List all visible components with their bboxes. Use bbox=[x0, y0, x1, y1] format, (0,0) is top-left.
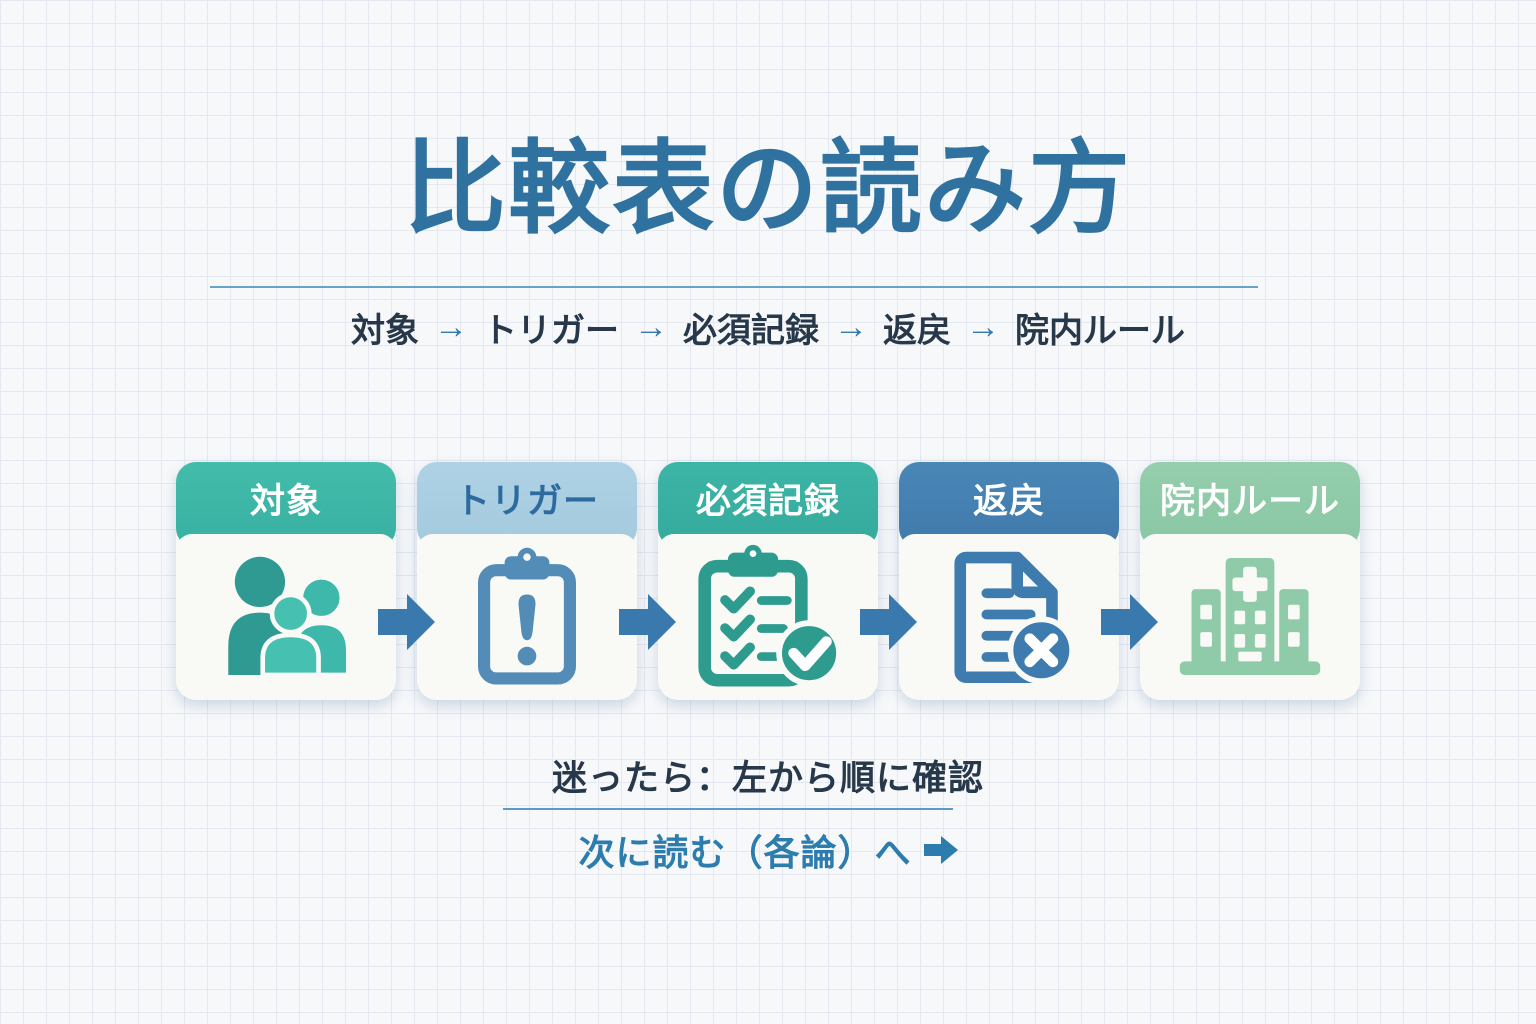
flow-item-trigger: トリガー bbox=[483, 312, 619, 350]
people-group-icon bbox=[216, 554, 356, 680]
card-return: 返戻 bbox=[899, 462, 1119, 700]
card-required-records-header: 必須記録 bbox=[658, 462, 878, 548]
flow-item-required-records: 必須記録 bbox=[683, 312, 819, 350]
title-divider bbox=[210, 286, 1258, 288]
flow-item-return: 返戻 bbox=[883, 312, 951, 350]
page-title: 比較表の読み方 bbox=[404, 132, 1132, 246]
card-hospital-rules-header: 院内ルール bbox=[1140, 462, 1360, 548]
card-return-header: 返戻 bbox=[899, 462, 1119, 548]
flow-summary: 対象 → トリガー → 必須記録 → 返戻 → 院内ルール bbox=[0, 303, 1536, 352]
card-required-records: 必須記録 bbox=[658, 462, 878, 700]
step-arrow-icon bbox=[378, 591, 435, 653]
step-arrow-icon bbox=[619, 591, 676, 653]
next-read-link[interactable]: 次に読む（各論）へ bbox=[0, 824, 1536, 876]
flow-item-hospital-rules: 院内ルール bbox=[1015, 312, 1185, 350]
card-hospital-rules: 院内ルール bbox=[1140, 462, 1360, 700]
hint-divider bbox=[503, 808, 953, 810]
hint-text: 迷ったら：左から順に確認 bbox=[551, 759, 984, 798]
step-cards-row: 対象 トリガー bbox=[176, 462, 1360, 700]
right-arrow-icon: → bbox=[834, 308, 868, 346]
right-arrow-icon: → bbox=[434, 308, 468, 346]
card-trigger-header: トリガー bbox=[417, 462, 637, 548]
checklist-clipboard-icon bbox=[693, 542, 843, 692]
flow-item-target: 対象 bbox=[351, 312, 419, 350]
next-arrow-icon bbox=[923, 834, 958, 866]
card-target-header: 対象 bbox=[176, 462, 396, 548]
hospital-icon bbox=[1172, 554, 1328, 681]
step-arrow-icon bbox=[860, 591, 917, 653]
clipboard-alert-icon bbox=[471, 545, 583, 690]
card-target: 対象 bbox=[176, 462, 396, 700]
right-arrow-icon: → bbox=[634, 308, 668, 346]
next-read-label[interactable]: 次に読む（各論）へ bbox=[578, 832, 912, 873]
document-reject-icon bbox=[939, 542, 1079, 692]
step-arrow-icon bbox=[1101, 591, 1158, 653]
right-arrow-icon: → bbox=[966, 308, 1000, 346]
card-trigger: トリガー bbox=[417, 462, 637, 700]
